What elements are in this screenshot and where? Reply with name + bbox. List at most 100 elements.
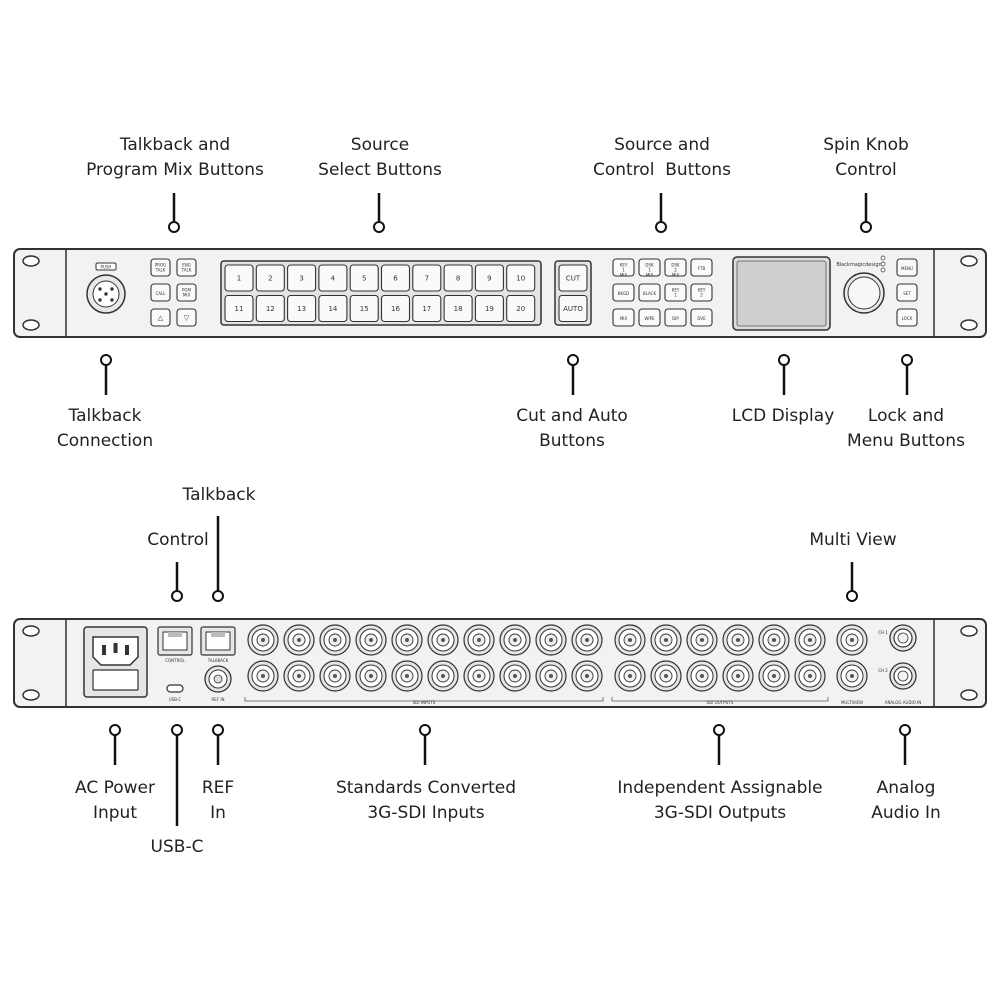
sdi-input-bnc-3[interactable] bbox=[319, 624, 351, 656]
source-button-14-label: 14 bbox=[328, 305, 337, 313]
control-button-black[interactable]: BLACK bbox=[638, 283, 661, 302]
menu-button[interactable]: MENU bbox=[896, 258, 918, 277]
sdi-output-bnc-2[interactable] bbox=[650, 624, 682, 656]
sdi-input-bnc-17[interactable] bbox=[463, 660, 495, 692]
multiview-bnc-1[interactable] bbox=[836, 624, 868, 656]
talkback-button-4[interactable]: △ bbox=[150, 308, 171, 327]
sdi-input-bnc-6[interactable] bbox=[427, 624, 459, 656]
sdi-input-bnc-14[interactable] bbox=[355, 660, 387, 692]
sdi-input-bnc-7[interactable] bbox=[463, 624, 495, 656]
ref-in-bnc[interactable] bbox=[204, 665, 232, 693]
control-button-mix[interactable]: MIX bbox=[612, 308, 635, 327]
sdi-output-bnc-12[interactable] bbox=[794, 660, 826, 692]
source-button-15[interactable]: 15 bbox=[349, 294, 379, 323]
source-button-4[interactable]: 4 bbox=[318, 264, 348, 292]
sdi-input-bnc-1[interactable] bbox=[247, 624, 279, 656]
cut-button[interactable]: CUT bbox=[558, 264, 588, 292]
source-button-5[interactable]: 5 bbox=[349, 264, 379, 292]
xlr-talkback-connector[interactable]: PUSH bbox=[86, 262, 126, 314]
source-button-7[interactable]: 7 bbox=[412, 264, 442, 292]
sdi-input-bnc-4[interactable] bbox=[355, 624, 387, 656]
multiview-bnc-2[interactable] bbox=[836, 660, 868, 692]
set-button[interactable]: SET bbox=[896, 283, 918, 302]
label-control-port: Control bbox=[147, 530, 209, 550]
source-button-8-label: 8 bbox=[456, 275, 460, 283]
spin-knob[interactable] bbox=[843, 272, 885, 314]
talkback-button-5[interactable]: ▽ bbox=[176, 308, 197, 327]
source-button-9[interactable]: 9 bbox=[474, 264, 504, 292]
sdi-output-bnc-11[interactable] bbox=[758, 660, 790, 692]
source-button-8[interactable]: 8 bbox=[443, 264, 473, 292]
control-button-key-1-label: 1 bbox=[674, 293, 677, 298]
sdi-output-bnc-9[interactable] bbox=[686, 660, 718, 692]
ac-power-inlet[interactable] bbox=[83, 626, 148, 698]
source-button-20[interactable]: 20 bbox=[506, 294, 536, 323]
sdi-output-bnc-4[interactable] bbox=[722, 624, 754, 656]
sdi-input-bnc-13[interactable] bbox=[319, 660, 351, 692]
source-button-12[interactable]: 12 bbox=[255, 294, 285, 323]
sdi-input-bnc-19[interactable] bbox=[535, 660, 567, 692]
source-button-14[interactable]: 14 bbox=[318, 294, 348, 323]
control-button-dve[interactable]: DVE bbox=[690, 308, 713, 327]
sdi-output-bnc-6[interactable] bbox=[794, 624, 826, 656]
lock-button[interactable]: LOCK bbox=[896, 308, 918, 327]
source-button-10[interactable]: 10 bbox=[506, 264, 536, 292]
sdi-output-bnc-8[interactable] bbox=[650, 660, 682, 692]
source-button-1[interactable]: 1 bbox=[224, 264, 254, 292]
sdi-input-bnc-8[interactable] bbox=[499, 624, 531, 656]
sdi-output-bnc-7[interactable] bbox=[614, 660, 646, 692]
source-button-2[interactable]: 2 bbox=[255, 264, 285, 292]
control-button-black-label: BLACK bbox=[643, 291, 657, 296]
control-button-ftb-label: FTB bbox=[698, 266, 706, 271]
source-button-11-label: 11 bbox=[235, 305, 244, 313]
control-button-wipe[interactable]: WIPE bbox=[638, 308, 661, 327]
source-button-16[interactable]: 16 bbox=[380, 294, 411, 323]
talkback-button-2[interactable]: CALL bbox=[150, 283, 171, 302]
sdi-input-bnc-12[interactable] bbox=[283, 660, 315, 692]
sdi-output-bnc-1[interactable] bbox=[614, 624, 646, 656]
source-button-18[interactable]: 18 bbox=[443, 294, 473, 323]
analog-audio-ch1[interactable] bbox=[889, 624, 917, 652]
sdi-input-bnc-10[interactable] bbox=[571, 624, 603, 656]
sdi-input-bnc-9[interactable] bbox=[535, 624, 567, 656]
talkback-ethernet-port[interactable] bbox=[200, 626, 236, 656]
control-button-dip[interactable]: DIP bbox=[664, 308, 687, 327]
sdi-input-bnc-15[interactable] bbox=[391, 660, 423, 692]
control-ethernet-port[interactable] bbox=[157, 626, 193, 656]
control-button-key-2-label: 2 bbox=[700, 293, 703, 298]
sdi-input-bnc-2[interactable] bbox=[283, 624, 315, 656]
control-button-bkgd[interactable]: BKGD bbox=[612, 283, 635, 302]
analog-audio-ch2[interactable] bbox=[889, 662, 917, 690]
source-button-3[interactable]: 3 bbox=[287, 264, 317, 292]
sdi-output-bnc-5[interactable] bbox=[758, 624, 790, 656]
sdi-output-bnc-10[interactable] bbox=[722, 660, 754, 692]
auto-button[interactable]: AUTO bbox=[558, 294, 588, 323]
rear-panel: CONTROL TALKBACK USB-C REF IN SDI INPUTS… bbox=[13, 618, 987, 708]
control-button-key-1-mix-label: MIX bbox=[620, 273, 628, 278]
sdi-input-bnc-5[interactable] bbox=[391, 624, 423, 656]
source-button-13[interactable]: 13 bbox=[287, 294, 317, 323]
source-button-11[interactable]: 11 bbox=[224, 294, 254, 323]
sdi-input-bnc-11[interactable] bbox=[247, 660, 279, 692]
sdi-input-bnc-18[interactable] bbox=[499, 660, 531, 692]
usb-c-port[interactable] bbox=[166, 684, 184, 693]
control-button-ftb[interactable]: FTB bbox=[690, 258, 713, 277]
sdi-output-bnc-3[interactable] bbox=[686, 624, 718, 656]
sdi-input-bnc-16[interactable] bbox=[427, 660, 459, 692]
control-button-dsk-2-mix-label: MIX bbox=[672, 273, 680, 278]
source-button-19[interactable]: 19 bbox=[474, 294, 504, 323]
sdi-input-bnc-20[interactable] bbox=[571, 660, 603, 692]
source-button-6[interactable]: 6 bbox=[380, 264, 411, 292]
source-button-17[interactable]: 17 bbox=[412, 294, 442, 323]
